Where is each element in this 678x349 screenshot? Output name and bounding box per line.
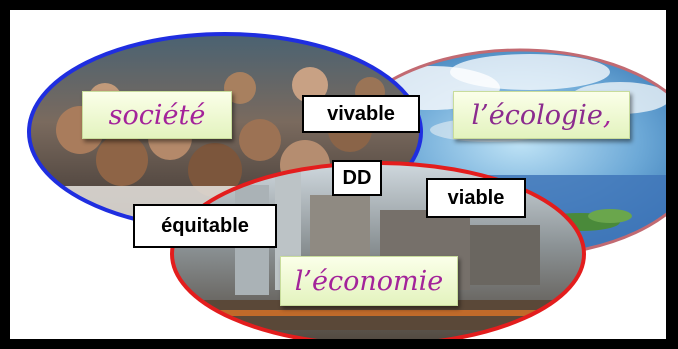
dd-label: DD [332,160,382,196]
ecology-label-text: l’écologie [471,99,603,131]
vivable-label-text: vivable [327,102,395,125]
ecology-label-comma: , [602,99,612,131]
ecology-label: l’écologie, [453,91,630,139]
society-label: société [82,91,232,139]
society-label-text: société [108,99,206,131]
viable-label-text: viable [447,186,505,209]
viable-label: viable [426,178,526,218]
economy-label-text: l’économie [294,265,444,297]
dd-label-text: DD [342,166,372,189]
economy-label: l’économie [280,256,458,306]
vivable-label: vivable [302,95,420,133]
equitable-label-text: équitable [161,214,249,237]
equitable-label: équitable [133,204,277,248]
